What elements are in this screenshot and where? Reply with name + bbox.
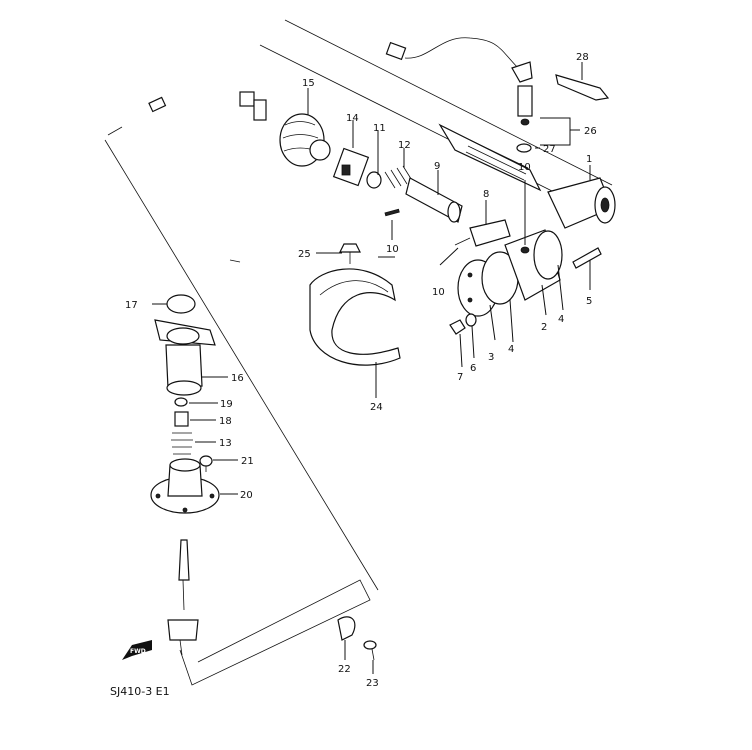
- stud: [572, 247, 602, 269]
- callout-7: 7: [457, 372, 463, 383]
- callout-4b: 4: [558, 314, 564, 325]
- cap: [166, 294, 196, 314]
- callout-25: 25: [298, 249, 311, 260]
- callout-15: 15: [302, 78, 315, 89]
- bolt: [339, 243, 361, 264]
- callout-18: 18: [219, 416, 232, 427]
- bracket: [332, 147, 370, 187]
- speedometer-cable: [107, 88, 267, 136]
- guard-bracket: [309, 268, 401, 366]
- tapping-screw: [363, 640, 377, 661]
- pin: [384, 208, 400, 217]
- fwd-label: FWD: [130, 648, 146, 655]
- callout-3: 3: [488, 352, 494, 363]
- cable-outline: [104, 139, 379, 591]
- callout-6: 6: [470, 363, 476, 374]
- o-ring: [516, 143, 532, 153]
- callout-4a: 4: [508, 344, 514, 355]
- callout-10c: 10: [518, 162, 531, 173]
- callout-13: 13: [219, 438, 232, 449]
- seal: [174, 397, 188, 407]
- spring-and-washer: [366, 165, 414, 189]
- diagram-code: SJ410-3 E1: [110, 685, 170, 698]
- callout-21: 21: [241, 456, 254, 467]
- callout-2: 2: [541, 322, 547, 333]
- drive-gear-shaft: [405, 177, 463, 223]
- callout-27: 27: [543, 144, 556, 155]
- mount-base: [150, 458, 220, 514]
- shaft-housing: [259, 19, 613, 196]
- callout-5: 5: [586, 296, 592, 307]
- sensor-housing: [454, 219, 563, 317]
- forward-arrow-icon: FWD: [122, 640, 152, 660]
- callout-28: 28: [576, 52, 589, 63]
- nut-and-washer: [449, 313, 477, 335]
- clamp: [555, 74, 610, 101]
- callout-12: 12: [398, 140, 411, 151]
- callout-10a: 10: [386, 244, 399, 255]
- rubber-boot: [279, 113, 331, 167]
- callout-11: 11: [373, 123, 386, 134]
- callout-14: 14: [346, 113, 359, 124]
- driven-gear: [547, 177, 616, 229]
- callout-22: 22: [338, 664, 351, 675]
- screw: [199, 455, 213, 472]
- callout-23: 23: [366, 678, 379, 689]
- callout-1: 1: [586, 154, 592, 165]
- callout-numbers: 1 2 3 4 4 5 6 7 8 9 10 10 10 11 12 13 14…: [125, 52, 597, 689]
- callout-8: 8: [483, 189, 489, 200]
- bushing: [174, 411, 189, 427]
- coil-spring: [171, 432, 193, 455]
- sensor-lead: [385, 37, 533, 126]
- callout-24: 24: [370, 402, 383, 413]
- cable-clip: [337, 616, 356, 641]
- callout-10b: 10: [432, 287, 445, 298]
- callout-20: 20: [240, 490, 253, 501]
- callout-9: 9: [434, 161, 440, 172]
- callout-16: 16: [231, 373, 244, 384]
- leader-lines: [152, 62, 591, 674]
- driven-housing: [154, 319, 216, 396]
- callout-19: 19: [220, 399, 233, 410]
- callout-17: 17: [125, 300, 138, 311]
- lower-cable: [167, 539, 371, 686]
- callout-26: 26: [584, 126, 597, 137]
